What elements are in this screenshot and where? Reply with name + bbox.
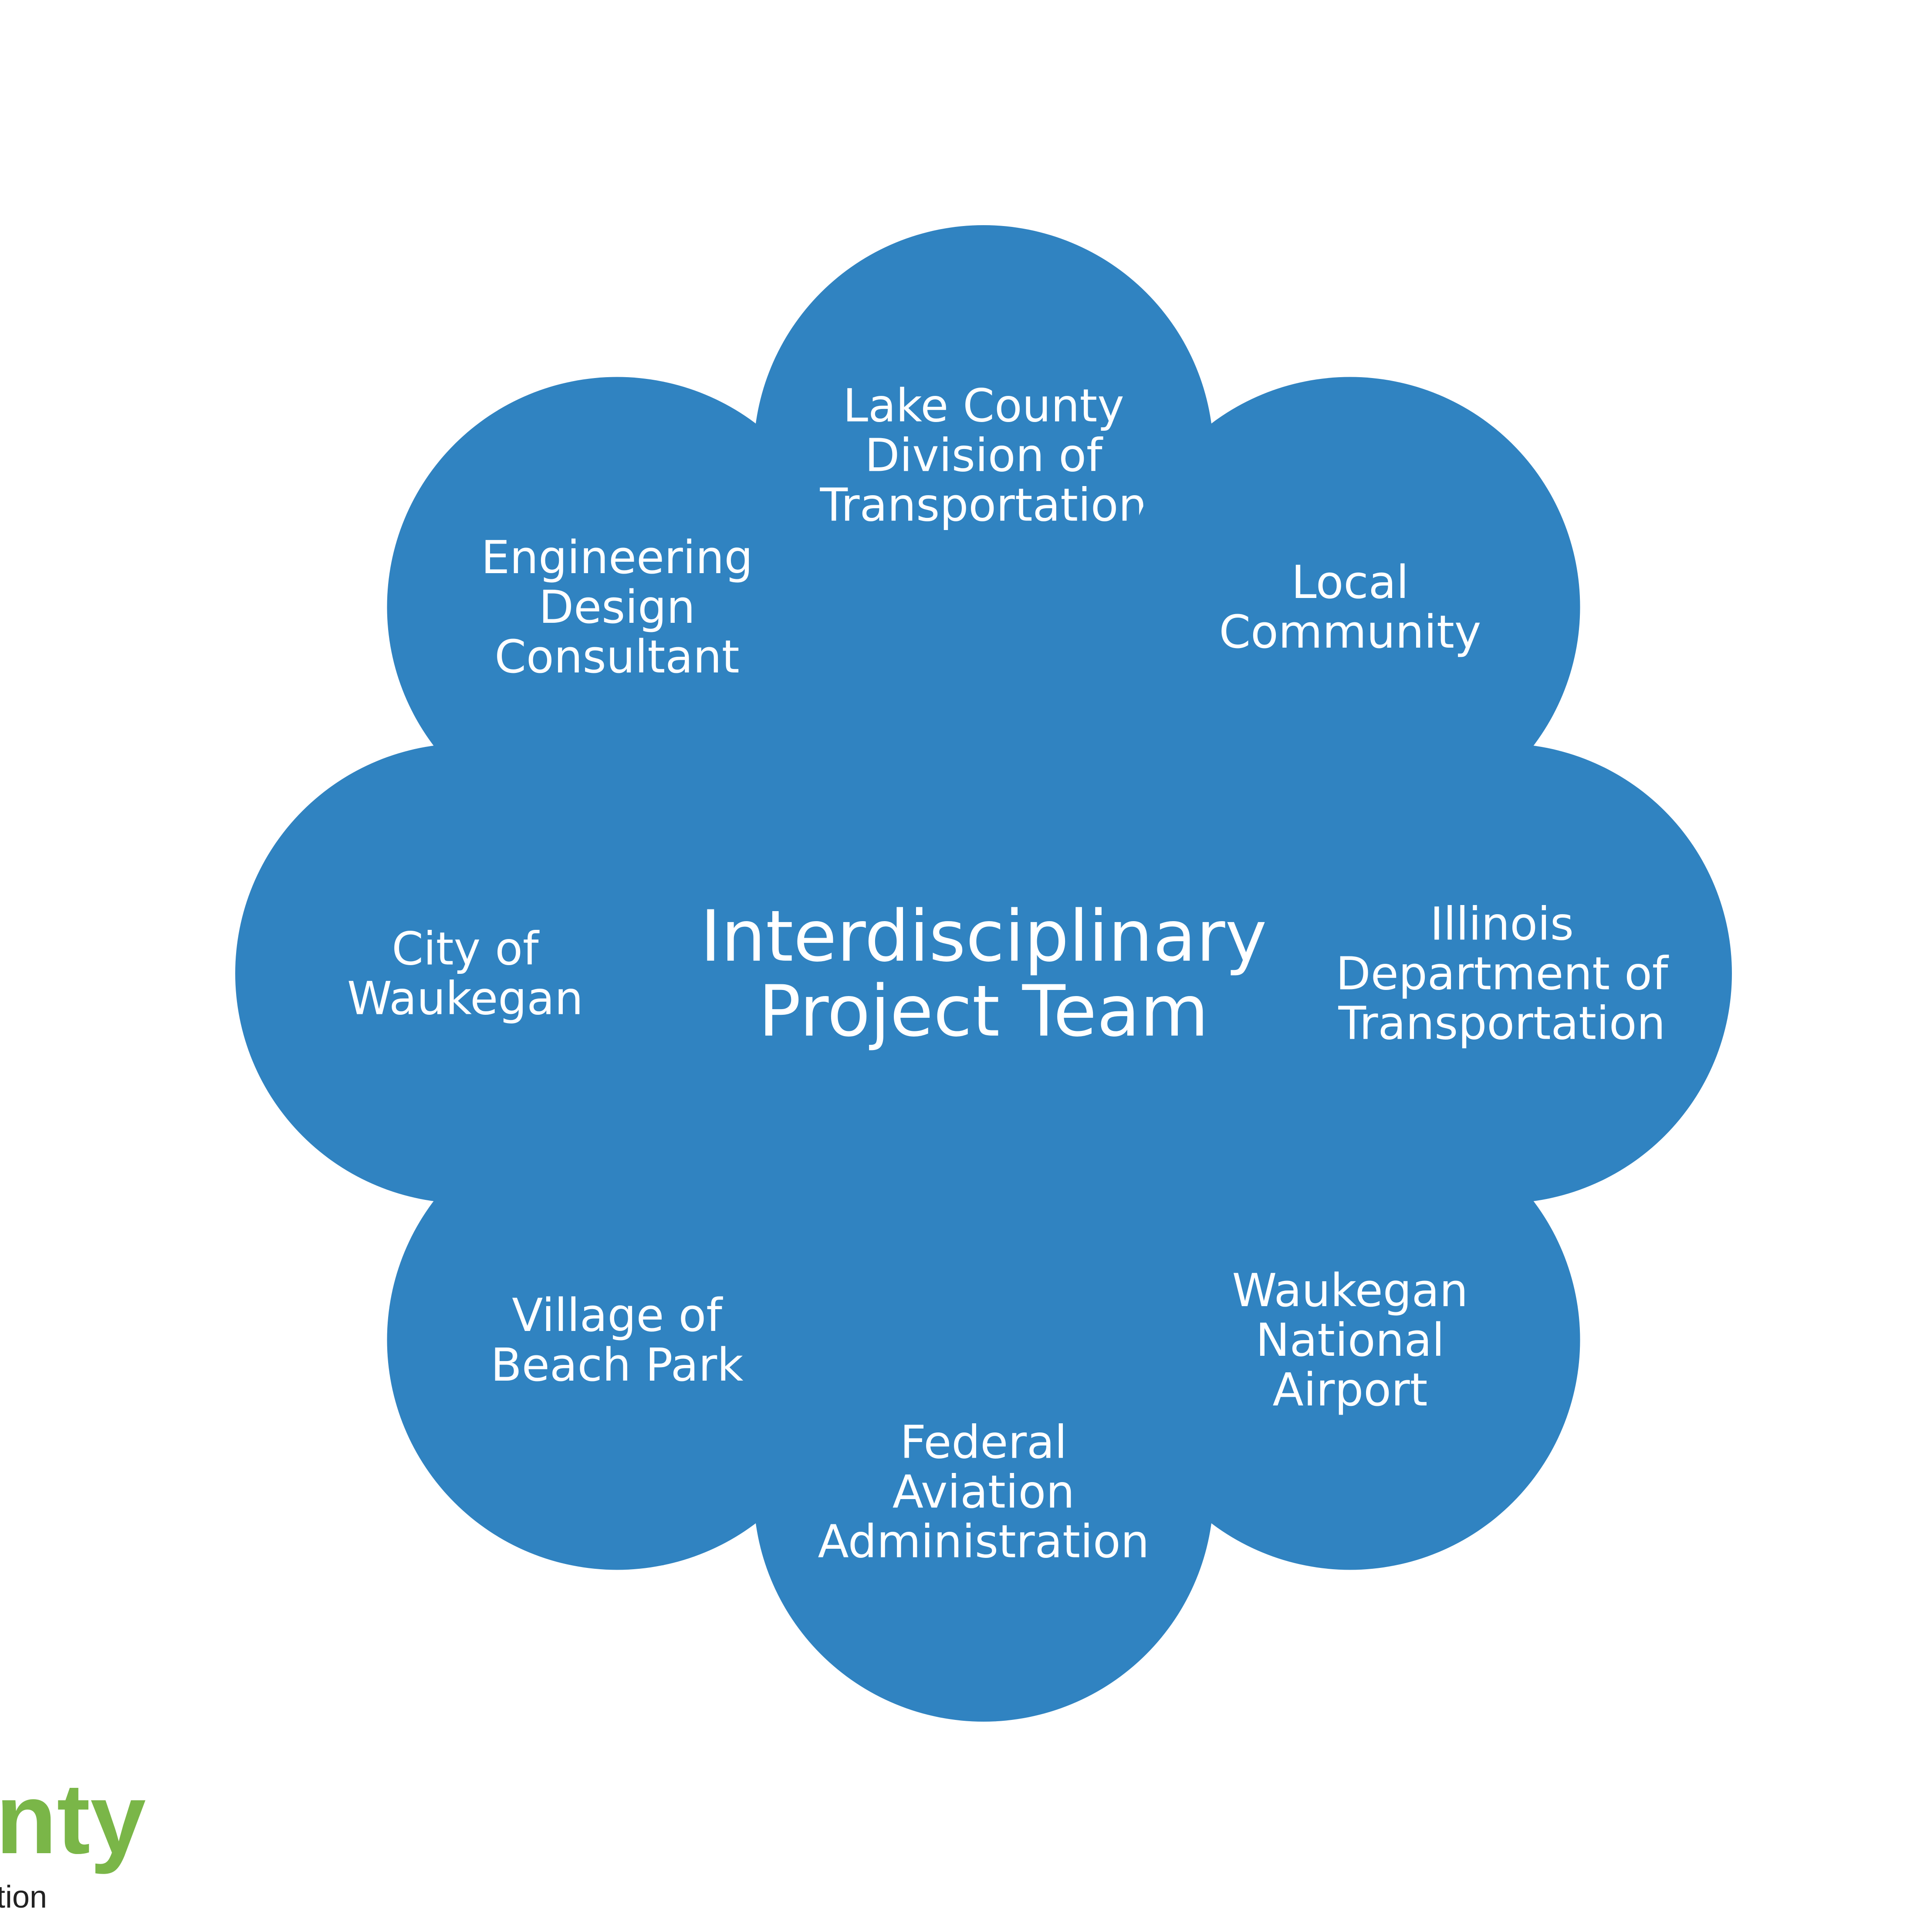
node-idot-label-line: Illinois <box>1430 897 1574 950</box>
node-city-waukegan-label-line: City of <box>392 922 540 975</box>
node-waukegan-airport-label-line: National <box>1256 1314 1444 1367</box>
node-lcdot-label-line: Transportation <box>820 478 1147 531</box>
node-idot-label-line: Department of <box>1336 947 1669 1000</box>
node-idot-label-line: Transportation <box>1338 996 1666 1050</box>
logo-word: nty <box>0 1763 146 1875</box>
node-waukegan-airport-circle <box>1120 1110 1580 1570</box>
node-design-consultant-circle <box>387 377 847 837</box>
node-design-consultant-label-line: Engineering <box>481 531 753 584</box>
node-beach-park-circle <box>387 1110 847 1570</box>
node-faa-label-line: Federal <box>900 1415 1067 1469</box>
node-local-community-label-line: Local <box>1292 556 1409 609</box>
center-node-circle <box>602 592 1365 1354</box>
node-faa-label-line: Aviation <box>893 1465 1075 1518</box>
logo-subtitle: tion <box>0 1880 47 1915</box>
node-lcdot-circle <box>754 225 1214 685</box>
center-node-label-line: Project Team <box>758 971 1209 1053</box>
node-waukegan-airport-label-line: Airport <box>1272 1363 1427 1416</box>
node-beach-park-label-line: Village of <box>512 1289 723 1342</box>
node-faa-circle <box>754 1262 1214 1722</box>
node-beach-park-label-line: Beach Park <box>491 1338 744 1392</box>
node-local-community-circle <box>1120 377 1580 837</box>
node-lcdot-label-line: Lake County <box>843 379 1124 432</box>
node-lcdot-label-line: Division of <box>865 429 1103 482</box>
node-city-waukegan-circle <box>235 743 695 1203</box>
node-local-community-label-line: Community <box>1219 605 1481 659</box>
node-design-consultant-label-line: Consultant <box>494 630 739 683</box>
node-faa-label-line: Administration <box>818 1515 1149 1568</box>
center-node-label-line: Interdisciplinary <box>700 896 1267 978</box>
node-idot-circle <box>1272 743 1732 1203</box>
lake-county-logo: nty tion <box>0 1763 146 1915</box>
node-waukegan-airport-label-line: Waukegan <box>1232 1264 1468 1317</box>
node-design-consultant-label-line: Design <box>539 581 695 634</box>
node-city-waukegan-label-line: Waukegan <box>347 972 583 1025</box>
